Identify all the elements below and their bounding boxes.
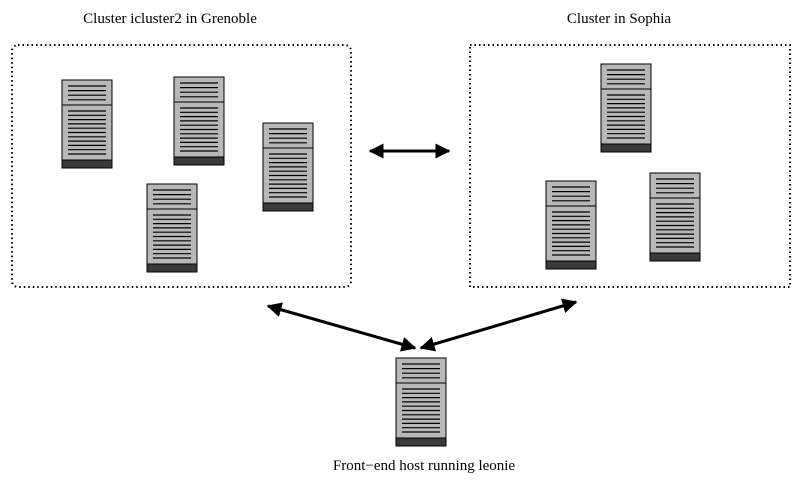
server-icon [262, 122, 314, 212]
server-icon [173, 76, 225, 166]
grenoble-cluster-label: Cluster icluster2 in Grenoble [83, 11, 257, 27]
frontend-host-label: Front−end host running leonie [332, 458, 516, 474]
grenoble-server-1 [61, 79, 113, 169]
server-icon [61, 79, 113, 169]
server-icon [600, 63, 652, 153]
grenoble-server-2 [173, 76, 225, 166]
grenoble-server-3 [262, 122, 314, 212]
server-icon [146, 183, 198, 273]
grenoble-server-4 [146, 183, 198, 273]
sophia-server-2 [545, 180, 597, 270]
sophia-frontend-arrow [419, 298, 578, 352]
frontend-server [395, 357, 447, 447]
sophia-server-3 [649, 172, 701, 262]
sophia-server-1 [600, 63, 652, 153]
server-icon [649, 172, 701, 262]
grenoble-frontend-arrow [266, 302, 417, 352]
grenoble-cluster-boundary [11, 44, 352, 288]
sophia-cluster-boundary [469, 44, 791, 288]
server-icon [395, 357, 447, 447]
server-icon [545, 180, 597, 270]
sophia-cluster-label: Cluster in Sophia [566, 11, 672, 27]
